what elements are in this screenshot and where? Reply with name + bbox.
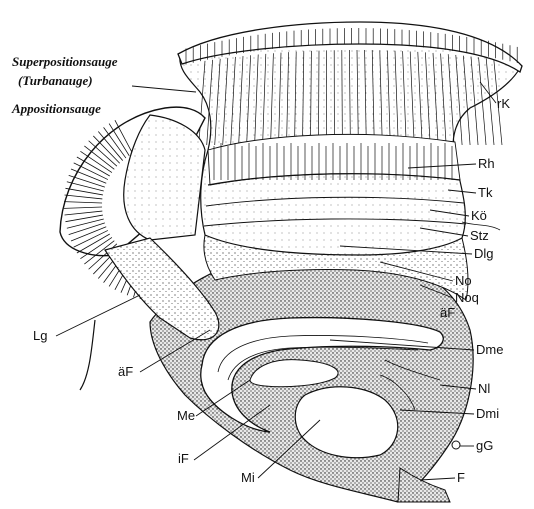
label-aF-right: äF [440, 305, 455, 320]
label-Tk: Tk [478, 185, 493, 200]
label-Me: Me [177, 408, 195, 423]
label-gG: gG [476, 438, 493, 453]
label-Dlg: Dlg [474, 246, 494, 261]
ganglion-gG [452, 441, 460, 449]
label-aF-left: äF [118, 364, 133, 379]
label-Stz: Stz [470, 228, 489, 243]
label-Noq: Noq [455, 290, 479, 305]
label-Dmi: Dmi [476, 406, 499, 421]
label-Mi: Mi [241, 470, 255, 485]
leader-Lg [56, 295, 140, 336]
label-Dme: Dme [476, 342, 503, 357]
label-apposition-eye: Appositionsauge [11, 101, 101, 116]
label-iF: iF [178, 451, 189, 466]
label-No: No [455, 273, 472, 288]
label-superposition-eye: Superpositionsauge [12, 54, 118, 69]
label-F: F [457, 470, 465, 485]
leader-F [420, 478, 455, 480]
label-Lg: Lg [33, 328, 47, 343]
label-Ko: Kö [471, 208, 487, 223]
label-rK: rK [497, 96, 510, 111]
label-Nl: Nl [478, 381, 490, 396]
label-Rh: Rh [478, 156, 495, 171]
stalk-nerve [80, 320, 95, 390]
label-turban-eye: (Turbanauge) [18, 73, 93, 88]
leader-superposition [132, 86, 196, 92]
eye-drawing [60, 22, 522, 502]
